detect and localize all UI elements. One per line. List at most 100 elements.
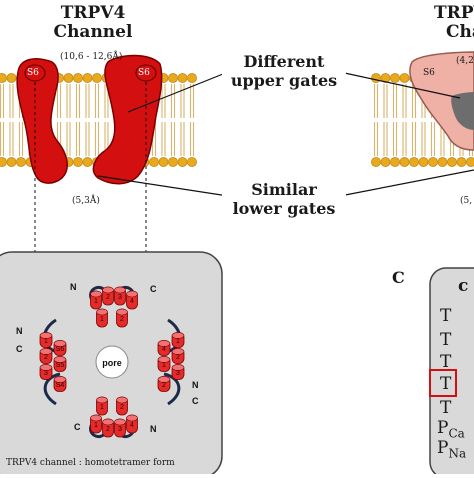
helix-cap: [114, 418, 126, 426]
lipid-head: [466, 157, 474, 167]
linker-loop: [163, 372, 181, 406]
helix-cap: [39, 348, 53, 355]
helix-cap: [157, 340, 171, 347]
left-lower-diameter: (5,3Å): [72, 196, 100, 206]
helix-cap: [102, 286, 114, 294]
helix-cap: [116, 308, 128, 316]
upper-gate-pointer-right: [339, 71, 461, 99]
helix-cap: [171, 364, 185, 371]
helix-cap: [39, 364, 53, 371]
lipid-head: [6, 73, 17, 83]
lipid-head: [92, 73, 102, 83]
helix-number: 1: [162, 362, 166, 369]
channel-right-gray-core: [451, 92, 474, 130]
helix-cap: [53, 376, 67, 383]
helix-number: 2: [106, 426, 110, 433]
right-title-line1: TRPV: [434, 3, 474, 23]
lipid-head: [16, 157, 26, 167]
helix-number: 3: [44, 370, 48, 377]
right-upper-diameter: (4,2: [456, 56, 474, 66]
lipid-head: [399, 73, 410, 83]
s6-left-label: S6: [27, 68, 39, 78]
helix-cap: [53, 340, 67, 347]
channel-right-half: [92, 54, 163, 185]
s6-right-label: S6: [138, 68, 150, 78]
terminal-label: N: [70, 282, 77, 292]
s6-left-ring: [24, 64, 46, 82]
panel-c-p-ca: PCa: [437, 418, 465, 440]
lipid-head: [73, 73, 83, 83]
lipid-head: [63, 73, 74, 83]
panel-c-row-1: T: [440, 306, 452, 326]
p-na-subscript: Na: [448, 446, 467, 461]
channel-right-pink: [409, 51, 474, 151]
terminal-label: C: [74, 422, 81, 432]
terminal-label: C: [16, 344, 23, 354]
terminal-label: N: [192, 380, 199, 390]
lipid-head: [82, 73, 93, 83]
panel-c-row-5: T: [440, 398, 452, 418]
lipid-head: [187, 73, 197, 83]
helix-number: 1: [176, 338, 180, 345]
lower-gates-line2: lower gates: [232, 199, 336, 218]
tetramer-caption: TRPV4 channel : homotetramer form: [6, 458, 175, 468]
helix-number: 2: [120, 404, 124, 411]
helix-cap: [102, 418, 114, 426]
lower-gate-pointer-left: [97, 175, 229, 197]
terminal-label: C: [192, 396, 199, 406]
lower-gates-label: Similar lower gates: [222, 180, 346, 218]
linker-loop: [43, 372, 61, 406]
helix-number: 2: [176, 354, 180, 361]
lipid-head: [158, 157, 169, 167]
upper-gates-line2: upper gates: [230, 71, 338, 90]
panel-c-header: c: [458, 276, 469, 296]
lipid-head: [399, 157, 410, 167]
helix-cap: [157, 356, 171, 363]
panel-c-row-3: T: [440, 352, 452, 372]
panel-c-letter: C: [392, 268, 405, 287]
lipid-head: [0, 157, 7, 167]
helix-number: 4: [162, 346, 166, 353]
lipid-head: [371, 73, 381, 83]
helix-number: 2: [162, 382, 166, 389]
helix-number: 2: [106, 294, 110, 301]
helix-number: 4: [130, 298, 134, 305]
lipid-head: [428, 157, 438, 167]
left-channel-title: TRPV4 Channel: [28, 4, 158, 42]
helix-cap: [126, 290, 138, 298]
panel-c-p-na: PNa: [437, 438, 466, 460]
channel-left-half: [16, 58, 68, 184]
right-s6-label: S6: [423, 68, 435, 78]
lipid-head: [168, 157, 178, 167]
terminal-label: N: [150, 424, 157, 434]
p-ca-letter: P: [437, 418, 449, 438]
right-lower-diameter: (5,: [460, 196, 473, 206]
lipid-head: [418, 157, 429, 167]
lipid-head: [437, 157, 448, 167]
upper-gate-pointer-left: [127, 71, 229, 113]
lipid-head: [73, 157, 83, 167]
helix-number: 2: [120, 316, 124, 323]
upper-gates-line1: Different: [243, 52, 325, 71]
lipid-head: [149, 157, 159, 167]
lipid-head: [177, 73, 188, 83]
helix-cap: [171, 348, 185, 355]
lipid-head: [82, 157, 93, 167]
panel-c-highlight: [429, 369, 457, 397]
left-title-line2: Channel: [53, 22, 133, 42]
helix-cap: [114, 286, 126, 294]
p-na-letter: P: [437, 438, 449, 458]
lipid-head: [168, 73, 178, 83]
helix-number: 1: [94, 298, 98, 305]
helix-number: 1: [44, 338, 48, 345]
pore-label: pore: [102, 358, 122, 368]
helix-cap: [126, 414, 138, 422]
helix-number: 1: [100, 316, 104, 323]
p-ca-subscript: Ca: [448, 426, 465, 441]
lipid-head: [6, 157, 17, 167]
panel-c-row-2: T: [440, 330, 452, 350]
helix-cap: [116, 396, 128, 404]
helix-cap: [39, 332, 53, 339]
